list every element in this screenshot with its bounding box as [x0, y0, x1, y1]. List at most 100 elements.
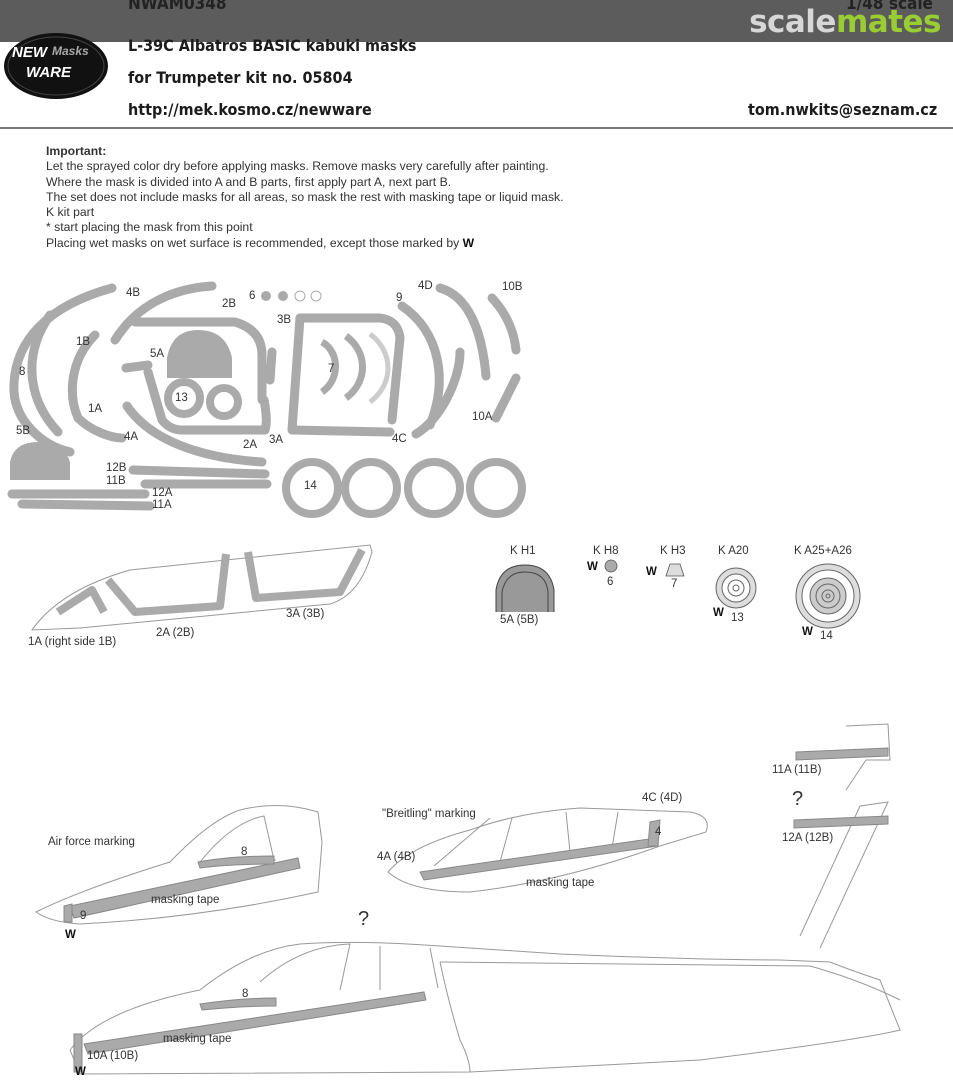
label-12B: 12B [106, 462, 127, 474]
kit-H1-part: 5A (5B) [500, 614, 539, 626]
kit-H3-part: 7 [671, 578, 678, 590]
label-8: 8 [19, 366, 26, 378]
kit-A25 [795, 563, 861, 629]
label-4B: 4B [126, 287, 141, 299]
mask-3A [265, 347, 277, 385]
mask-11A [17, 499, 155, 511]
tail-11A [795, 747, 889, 761]
kit-H3-label: K H3 [660, 545, 686, 557]
website-url: http://mek.kosmo.cz/newware [128, 100, 372, 119]
note-line: * start placing the mask from this point [46, 220, 253, 235]
kit-H8 [604, 559, 618, 573]
canopy-2A [104, 553, 230, 616]
logo-ware: WARE [26, 64, 71, 81]
mask-1B [27, 310, 63, 437]
canopy-3A [244, 548, 366, 602]
top-bar [0, 0, 953, 42]
mask-14b [341, 458, 401, 518]
contact-email: tom.nwkits@seznam.cz [748, 100, 938, 119]
label-2B: 2B [222, 298, 237, 310]
kit-H8-w: W [587, 561, 598, 573]
scale-label: 1/48 scale [846, 0, 933, 14]
canopy-label-1: 1A (right side 1B) [28, 636, 117, 648]
mask-8 [9, 283, 117, 457]
mask-9 [397, 301, 444, 430]
fuselage-8 [199, 997, 277, 1011]
label-13: 13 [175, 392, 188, 404]
af-w: W [65, 929, 76, 941]
mask-10A [491, 373, 521, 423]
label-4A: 4A [124, 431, 139, 443]
kit-A20-label: K A20 [718, 545, 749, 557]
kit-H3 [665, 563, 685, 577]
label-11A: 11A [152, 499, 172, 511]
fuselage-diagram [69, 801, 901, 1075]
label-1B: 1B [76, 336, 91, 348]
kit-A25-part: 14 [820, 630, 833, 642]
label-5A: 5A [150, 348, 165, 360]
mask-4C [411, 347, 465, 439]
label-6: 6 [249, 290, 256, 302]
product-title: L-39C Albatros BASIC kabuki masks [128, 36, 417, 55]
af-tape [69, 857, 301, 919]
mask-6-dots [261, 290, 322, 302]
kit-H8-part: 6 [607, 576, 614, 588]
scalemates-watermark: scalemates [749, 4, 941, 40]
fuselage-tape-label: masking tape [163, 1033, 232, 1045]
mask-7b [343, 333, 366, 401]
note-line: K kit part [46, 205, 95, 220]
label-2A: 2A [243, 439, 258, 451]
mask-5B [10, 442, 70, 480]
kit-A25-w: W [802, 626, 813, 638]
kit-H8-label: K H8 [593, 545, 619, 557]
kit-A20-part: 13 [731, 612, 744, 624]
logo-masks: Masks [52, 44, 89, 58]
logo-new: NEW [12, 44, 47, 61]
fuselage-8-label: 8 [242, 988, 249, 1000]
tail-top-diagram [845, 723, 891, 791]
mask-12B [128, 465, 270, 479]
breitling-4-label: 4 [655, 826, 662, 838]
label-14: 14 [304, 480, 317, 492]
note-line: Placing wet masks on wet surface is reco… [46, 235, 475, 250]
mask-2 [143, 367, 271, 435]
breitling-tape-label: masking tape [526, 877, 595, 889]
fuselage-10A-label: 10A (10B) [87, 1050, 139, 1062]
label-11B: 11B [106, 475, 126, 487]
breitling-4C-label: 4C (4D) [642, 792, 683, 804]
mask-4A [122, 401, 267, 467]
label-5B: 5B [16, 425, 31, 437]
note-line: Let the sprayed color dry before applyin… [46, 159, 549, 174]
mask-13 [164, 378, 204, 418]
kit-H3-w: W [646, 566, 657, 578]
tail-11A-label: 11A (11B) [772, 764, 822, 776]
mask-3 [287, 313, 395, 437]
fuselage-10A [73, 1033, 83, 1073]
label-10B: 10B [502, 281, 523, 293]
mask-14c [404, 458, 464, 518]
breitling-diagram [387, 807, 708, 893]
canopy-label-2: 2A (2B) [156, 627, 195, 639]
af-8 [197, 855, 275, 869]
question-mark-fuselage: ? [358, 908, 370, 930]
af-9 [63, 903, 73, 923]
note-line: Where the mask is divided into A and B p… [46, 174, 452, 189]
breitling-4 [647, 819, 661, 847]
question-mark-tail: ? [792, 788, 804, 810]
mask-4B [110, 281, 217, 345]
kit-H1 [495, 564, 555, 612]
tail-12A [793, 815, 889, 829]
mask-14d [466, 458, 526, 518]
af-tape-label: masking tape [151, 894, 220, 906]
fuselage-w: W [75, 1066, 86, 1078]
mask-3B [295, 313, 405, 425]
label-9: 9 [396, 292, 403, 304]
label-3A: 3A [269, 434, 284, 446]
breitling-label: "Breitling" marking [382, 808, 476, 820]
label-3B: 3B [277, 314, 292, 326]
canopy-1A [55, 586, 108, 616]
label-7: 7 [328, 363, 335, 375]
label-10A: 10A [472, 411, 493, 423]
tail-12A-label: 12A (12B) [782, 832, 834, 844]
